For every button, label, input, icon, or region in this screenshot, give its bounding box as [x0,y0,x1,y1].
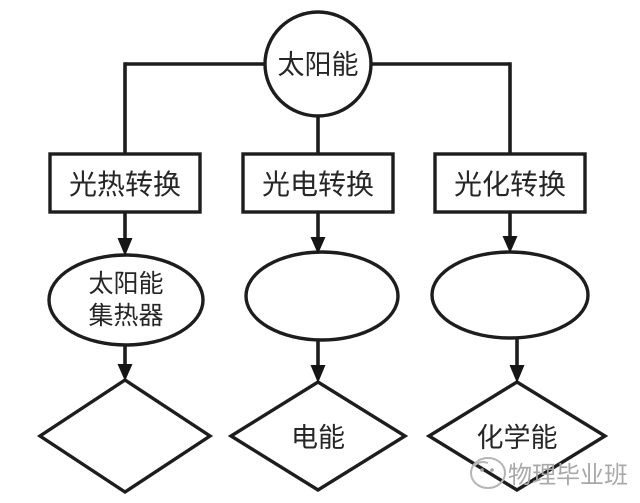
converter-box-chemical [433,152,587,214]
converter-box-heat [48,152,202,214]
arrowhead-chemical-ellipse [502,236,518,253]
root-node-label: 太阳能 [278,50,359,80]
watermark-logo-swirl [473,461,489,467]
converter-label-heat: 光热转换 [69,169,181,201]
connector-lines [123,62,519,367]
converter-label-chemical: 光化转换 [454,169,566,201]
converter-box-electric [241,152,395,214]
collector-label-line2: 集热器 [88,302,163,330]
arrowhead-electric-diamond [310,365,326,383]
result-label-chemical: 化学能 [477,423,558,453]
watermark-text: 物理毕业班 [508,462,628,489]
collector-label-line1: 太阳能 [88,270,163,298]
arrowhead-heat-diamond [117,364,133,381]
converter-label-electric: 光电转换 [262,169,374,201]
root-node-circle [263,10,373,118]
result-label-electric: 电能 [291,423,345,453]
watermark-logo-eye-left [480,468,484,472]
carrier-ellipse-solar-collector [47,253,205,347]
watermark-logo-icon [470,457,506,489]
carrier-ellipse-electric-empty [244,250,400,342]
watermark: 物理毕业班 [470,457,628,489]
arrowheads [117,236,525,383]
result-diamond-heat-empty [36,377,214,495]
watermark-logo-eye-right [490,468,494,472]
arrowhead-chemical-diamond [509,365,525,383]
carrier-ellipse-chemical-empty [430,250,590,340]
result-diamond-chemical [425,380,609,492]
result-diamond-electric [227,379,409,493]
arrowhead-electric-ellipse [310,237,326,254]
arrowhead-heat-ellipse [117,238,133,256]
